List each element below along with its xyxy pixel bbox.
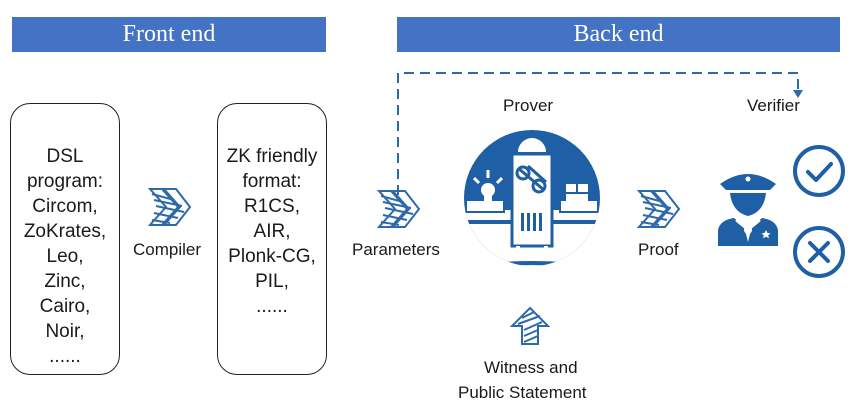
prover-label: Prover [503,96,554,115]
dsl-line: program: [26,171,104,192]
zk-format-box: ZK friendly format: R1CS, AIR, Plonk-CG,… [217,103,327,375]
police-officer-icon [718,174,778,246]
zk-line: Plonk-CG, [228,246,316,267]
dsl-program-box: DSL program: Circom, ZoKrates, Leo, Zinc… [10,103,120,375]
dsl-line: Circom, [32,196,98,217]
sketch-arrow-up-icon [510,306,550,345]
dsl-line: Zinc, [44,271,86,292]
compiler-label: Compiler [133,240,202,259]
zk-line: AIR, [253,221,291,242]
dashed-connector-arrow [397,72,803,195]
witness-label-line1: Witness and [484,358,578,377]
dsl-line: Noir, [45,321,85,342]
dsl-line: Cairo, [39,296,91,317]
verifier-label: Verifier [747,96,800,115]
check-circle-icon [793,145,845,197]
proof-label: Proof [638,240,679,259]
front-end-banner: Front end [12,17,326,52]
zk-line: format: [242,171,302,192]
dsl-line: Leo, [46,246,84,267]
dsl-line: ZoKrates, [23,221,107,242]
back-end-banner: Back end [397,17,840,52]
dsl-line: ...... [49,346,81,367]
sketch-arrow-right-icon [148,188,192,226]
dsl-line: DSL [46,146,84,167]
sketch-arrow-right-icon [637,190,681,228]
zk-line: PIL, [255,271,289,292]
zk-line: ...... [256,296,288,317]
parameters-label: Parameters [352,240,440,259]
witness-label-line2: Public Statement [458,383,587,402]
zk-line: ZK friendly [226,146,318,167]
prover-machine-icon [464,130,600,266]
zk-line: R1CS, [244,196,300,217]
sketch-arrow-right-icon [377,190,421,228]
cross-circle-icon [793,226,845,278]
